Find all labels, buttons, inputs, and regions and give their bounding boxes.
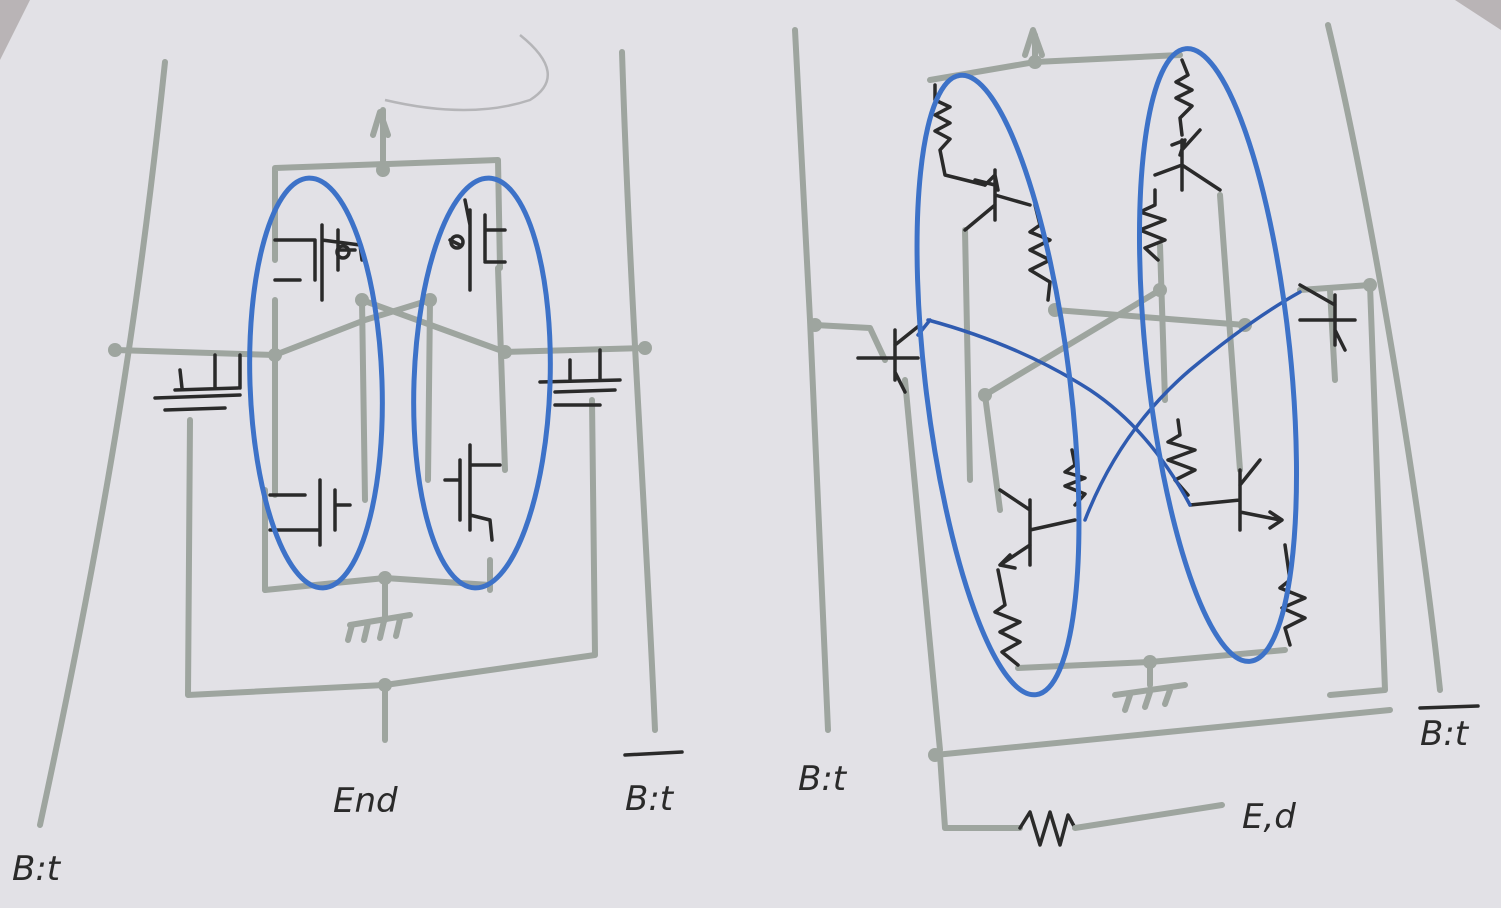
resistor-icon [933,83,987,187]
node-dot [1153,283,1167,297]
node-dot [423,293,437,307]
cross-couple-a [272,297,433,358]
highlight-ellipse-right [411,175,553,591]
right-drain-wire [425,297,433,483]
resistor-icon [1018,810,1077,847]
node-dot [1363,278,1377,292]
transistor-icon [1153,128,1222,192]
node-wire-b [502,345,648,355]
side-wire-a [812,322,888,363]
access-transistor-icon [538,348,622,407]
highlight-ellipse-left [914,72,1082,698]
cross-couple-b [359,297,508,355]
left-drain-wire [359,297,368,503]
node-dot [978,388,992,402]
resistor-icon [1166,418,1197,497]
nmos-transistor-icon [268,478,352,547]
pmos-bubble [335,244,351,260]
collector-wire-left [962,227,973,483]
pmos-bubble [449,234,465,250]
base-bias-wire [982,392,1003,513]
pmos-transistor-icon [448,198,507,292]
highlight-ellipse-right [1136,46,1300,664]
right-bit-bar-label: B:t [1420,714,1470,754]
left-bit-bar-line [619,49,658,733]
node-dot [355,293,369,307]
left-bit-label: B:t [12,849,62,889]
collector-wire-right [1217,192,1243,473]
left-cmos-cell [37,34,658,828]
overbar [1418,704,1480,710]
supply-arrow-icon [370,109,391,138]
node-dot [928,748,942,762]
transistor-icon [1298,283,1357,352]
right-word-line [932,707,1393,758]
transistor-icon [963,168,1032,232]
node-dot [638,341,652,355]
right-bit-bar-line [1325,22,1443,693]
mid-wire [1157,242,1168,403]
node-dot [808,318,822,332]
node-dot [268,348,282,362]
cross-gray-b [1052,307,1248,328]
node-dot [376,163,390,177]
node-dot [378,678,392,692]
ground-icon [345,612,413,643]
nmos-transistor-icon [443,443,502,542]
transistor-icon [856,323,922,394]
resistor-icon [1138,188,1167,262]
node-dot [108,343,122,357]
node-dot [1028,55,1042,69]
node-dot [378,571,392,585]
right-bit-line [792,27,831,733]
node-dot [498,345,512,359]
right-bit-label: B:t [798,759,848,799]
resistor-icon [993,568,1022,667]
blue-cross-wire-b [1083,290,1302,522]
highlight-ellipse-left [247,175,385,591]
access-transistor-icon [153,353,242,412]
inner-rail-b [1327,287,1338,383]
side-wire-b [1297,282,1388,698]
right-bjt-cell [792,22,1443,847]
cross-gray-a [982,287,1163,398]
resistor-icon [1174,58,1194,137]
transistor-icon [1188,458,1284,532]
left-bit-line [37,59,168,828]
sketch-curve [384,34,549,112]
end-line-right [1072,802,1225,831]
transistor-icon [998,488,1077,570]
ground-icon [1112,682,1188,713]
end-line [937,752,1023,831]
right-end-label: E,d [1242,797,1296,837]
overbar [623,750,684,757]
resistor-icon [1028,203,1052,302]
supply-arrow-icon [1022,27,1045,58]
node-dot [1143,655,1157,669]
inner-rail [902,377,943,753]
left-bit-bar-label: B:t [625,779,675,819]
left-end-label: End [333,781,398,821]
